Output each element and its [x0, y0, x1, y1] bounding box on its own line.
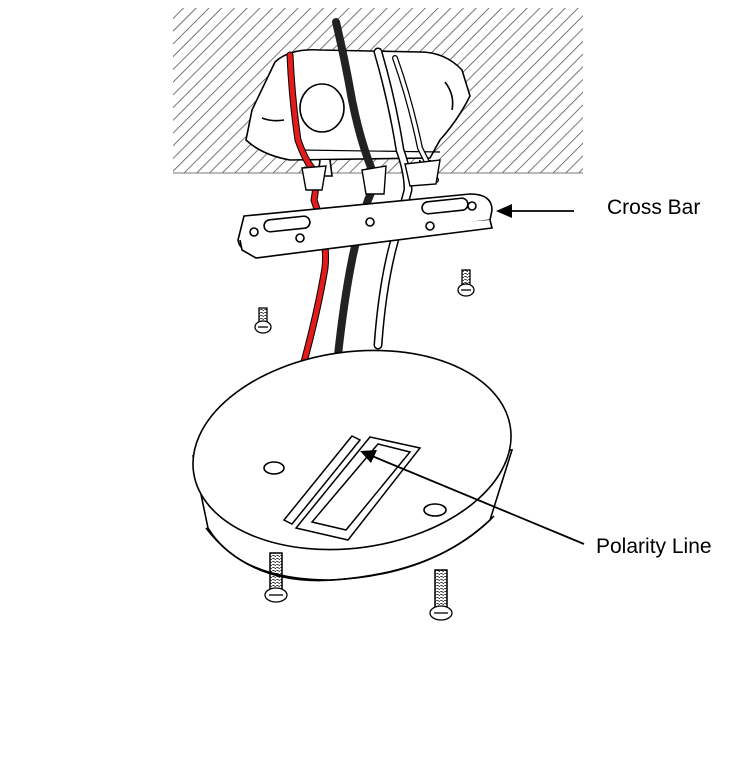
polarity-line-arrow: [360, 450, 585, 545]
small-screw-right: [457, 269, 475, 297]
bottom-screw-right: [429, 569, 453, 621]
cross-bar-label: Cross Bar: [607, 196, 701, 219]
wire-nuts: [301, 159, 441, 195]
bottom-screw-left: [264, 552, 288, 603]
cross-bar-arrow: [496, 204, 574, 218]
cross-bar: [237, 193, 493, 259]
small-screw-left: [254, 307, 272, 334]
polarity-line-label: Polarity Line: [596, 535, 712, 558]
base-plate: [192, 349, 514, 582]
